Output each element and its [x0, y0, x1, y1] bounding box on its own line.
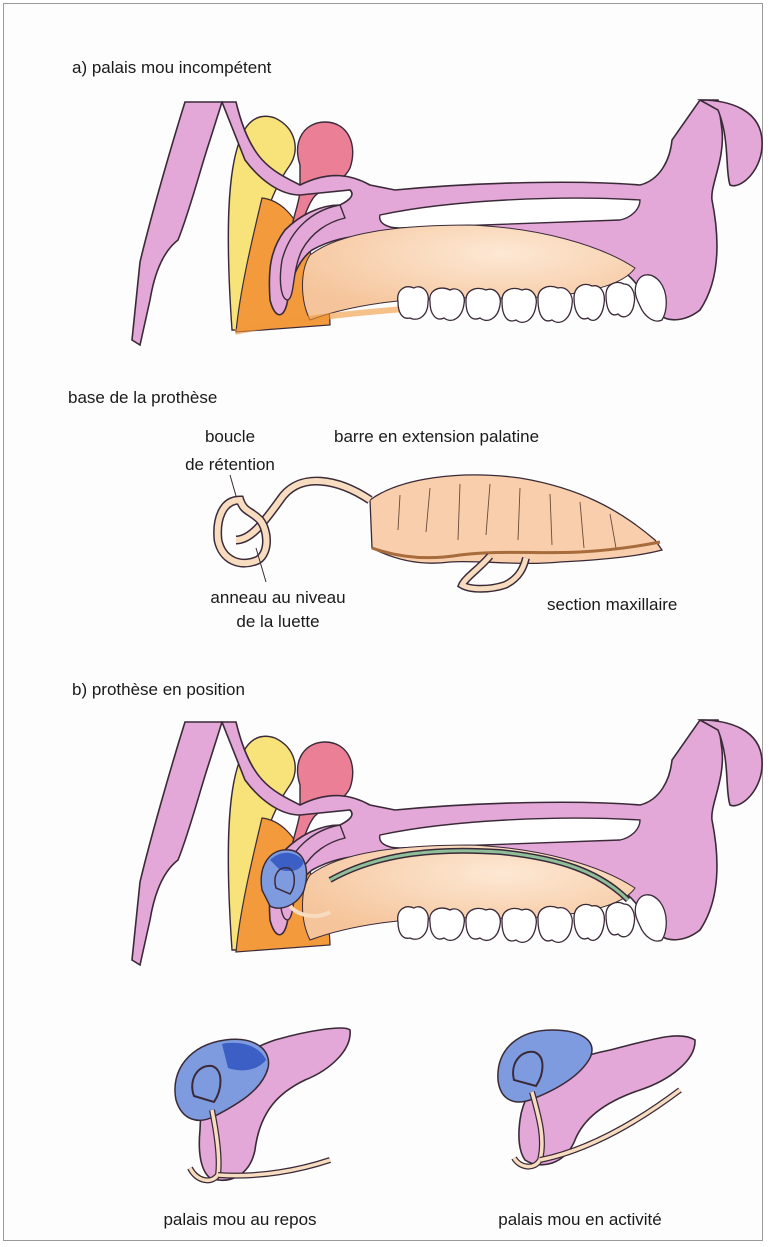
- pharynx-wall-a: [132, 102, 222, 345]
- retention-loop-label-2: de rétention: [162, 455, 298, 475]
- prosthesis-base-label: base de la prothèse: [68, 388, 217, 408]
- panel-b-title: b) prothèse en position: [72, 680, 245, 700]
- palatal-bar-label: barre en extension palatine: [334, 427, 539, 447]
- skull-section-b: [132, 720, 762, 965]
- soft-palate-rest-label: palais mou au repos: [120, 1210, 360, 1230]
- maxillary-section-label: section maxillaire: [547, 595, 677, 615]
- uvula-ring-label-1: anneau au niveau: [178, 588, 378, 608]
- detail-active: [498, 1030, 695, 1167]
- soft-palate-active-label: palais mou en activité: [460, 1210, 700, 1230]
- skull-section-a: [132, 100, 762, 345]
- pharynx-wall-b: [132, 722, 222, 965]
- detail-rest: [175, 1028, 350, 1180]
- panel-a-title: a) palais mou incompétent: [72, 58, 271, 78]
- prosthesis-drawing: [218, 475, 662, 589]
- retention-loop-label-1: boucle: [180, 427, 280, 447]
- uvula-ring-label-2: de la luette: [210, 612, 346, 632]
